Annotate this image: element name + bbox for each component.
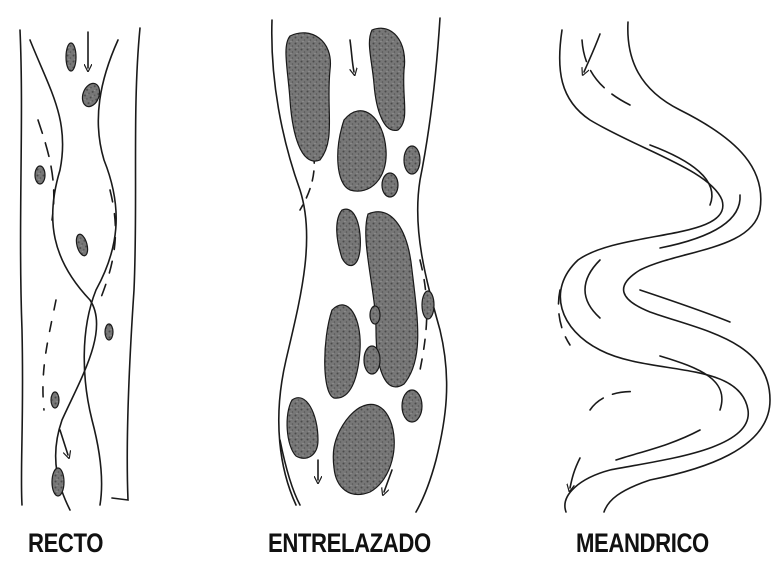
label-entrelazado: ENTRELAZADO [268, 528, 431, 559]
entrelazado-flow-arrow [350, 40, 354, 72]
meandrico-flow-arrow [584, 34, 600, 72]
recto-left-bank [20, 30, 23, 505]
entrelazado-bars [286, 28, 434, 494]
meandrico-outer-bank-left [560, 30, 749, 512]
recto-flow-arrow [60, 430, 68, 455]
recto-right-bank [112, 28, 140, 500]
label-recto: RECTO [28, 528, 103, 559]
panel-recto [20, 28, 140, 510]
recto-thalweg-right [84, 40, 118, 505]
meandrico-outer-bank-right [604, 22, 770, 512]
label-meandrico: MEANDRICO [576, 528, 709, 559]
panel-meandrico [558, 22, 770, 512]
recto-bars [35, 43, 113, 496]
